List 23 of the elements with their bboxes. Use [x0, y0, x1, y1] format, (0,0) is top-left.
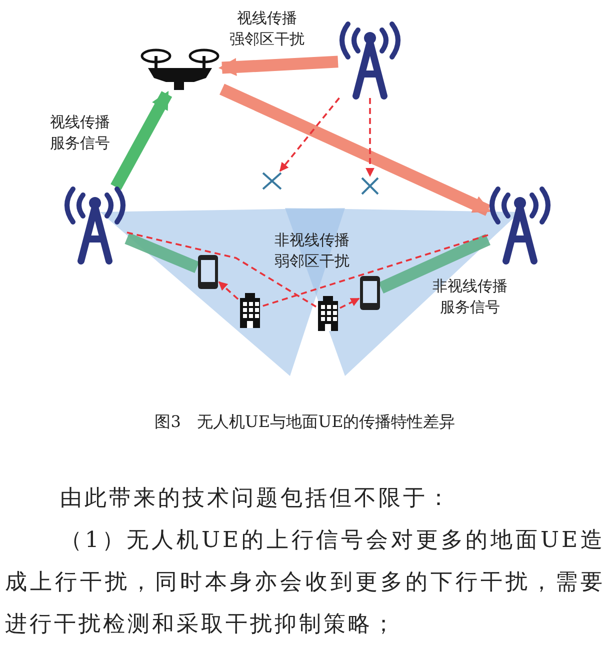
- dashed-arrow: [340, 298, 360, 309]
- antenna-tower-icon: [488, 187, 552, 263]
- signal-band-arrow: [110, 90, 172, 190]
- antenna-tower-icon: [338, 22, 402, 98]
- cross-mark: [261, 171, 283, 191]
- dashed-arrow: [279, 97, 340, 172]
- figure-caption: 图3 无人机UE与地面UE的传播特性差异: [154, 411, 456, 432]
- propagation-label: 视线传播强邻区干扰: [228, 8, 306, 50]
- body-paragraph: （1）无人机UE的上行信号会对更多的地面UE造成上行干扰，同时本身亦会收到更多的下行干扰，需要进行干扰检测和采取干扰抑制策略；: [5, 527, 605, 639]
- building-icon: [238, 292, 262, 328]
- building-icon: [316, 295, 340, 333]
- dashed-arrow: [218, 281, 239, 300]
- phone-icon: [359, 275, 381, 311]
- signal-band-arrow: [220, 84, 492, 216]
- cross-mark: [360, 176, 380, 196]
- signal-band-arrow: [218, 56, 338, 76]
- body-paragraph: 由此带来的技术问题包括但不限于：: [59, 485, 453, 513]
- propagation-label: 视线传播服务信号: [49, 112, 111, 154]
- antenna-tower-icon: [63, 187, 127, 263]
- propagation-label: 非视线传播弱邻区干扰: [274, 230, 350, 272]
- phone-icon: [197, 254, 219, 290]
- propagation-label: 非视线传播服务信号: [432, 276, 508, 318]
- dashed-arrow: [366, 98, 374, 177]
